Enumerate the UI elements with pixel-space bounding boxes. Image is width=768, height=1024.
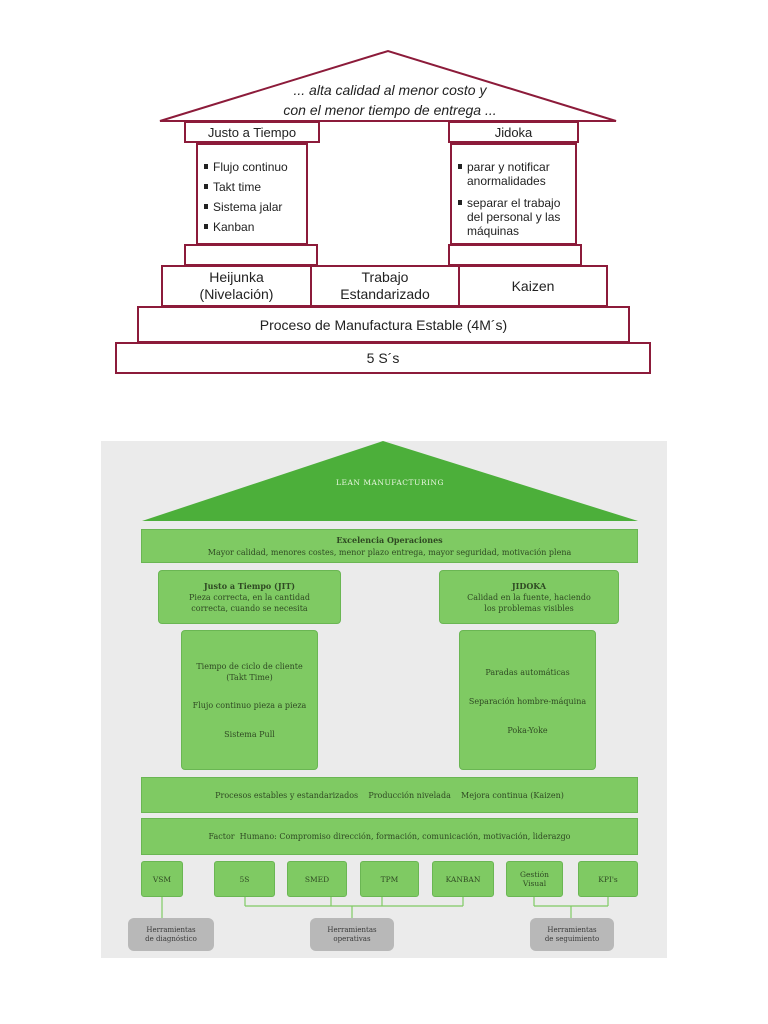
- tool-5s: 5S: [214, 861, 275, 897]
- left-pillar-title-text: Justo a Tiempo: [207, 124, 297, 140]
- right-pillar-column: parar y notificar anormalidades separar …: [450, 143, 577, 245]
- jidoka-item-poka-yoke: Poka-Yoke: [507, 726, 548, 735]
- trabajo-line-2: Estandarizado: [340, 286, 430, 302]
- heijunka-box: Heijunka (Nivelación): [161, 265, 312, 307]
- trabajo-line-1: Trabajo: [361, 269, 409, 285]
- tool-kanban-label: KANBAN: [445, 874, 481, 884]
- tool-smed-label: SMED: [304, 874, 330, 884]
- group-operativas: Herramientas operativas: [310, 918, 394, 951]
- tool-smed: SMED: [287, 861, 347, 897]
- procesos-text: Procesos estables y estandarizados Produ…: [215, 790, 564, 800]
- lean-manufacturing-title: LEAN MANUFACTURING: [336, 478, 444, 487]
- kaizen-text: Kaizen: [511, 278, 555, 294]
- group-operativas-line-2: operativas: [333, 934, 371, 943]
- jit-subtitle-line-1: Pieza correcta, en la cantidad: [189, 592, 310, 602]
- trabajo-estandarizado-box: Trabajo Estandarizado: [310, 265, 460, 307]
- roof-text-line-2: con el menor tiempo de entrega ...: [283, 102, 497, 118]
- five-s-bar: 5 S´s: [115, 342, 651, 374]
- jit-title: Justo a Tiempo (JIT): [203, 580, 296, 591]
- excelencia-title: Excelencia Operaciones: [336, 535, 443, 545]
- left-pillar-title: Justo a Tiempo: [184, 121, 320, 143]
- jit-pillar-column: Tiempo de ciclo de cliente (Takt Time) F…: [181, 630, 318, 770]
- group-seguimiento-line-2: de seguimiento: [544, 934, 600, 943]
- tool-gestion-visual-line-1: Gestión: [519, 870, 550, 879]
- group-seguimiento-line-1: Herramientas: [547, 925, 597, 934]
- right-pillar-item: parar y notificar anormalidades: [458, 160, 571, 188]
- jidoka-item-separacion: Separación hombre-máquina: [468, 697, 587, 706]
- group-diagnostico-line-2: de diagnóstico: [145, 934, 197, 943]
- heijunka-line-1: Heijunka: [209, 269, 264, 285]
- roof-text-line-1: ... alta calidad al menor costo y: [293, 82, 487, 98]
- jidoka-subtitle-line-2: los problemas visibles: [484, 603, 574, 613]
- tool-connectors: [161, 897, 609, 922]
- tool-5s-label: 5S: [239, 874, 250, 884]
- five-s-text: 5 S´s: [366, 350, 400, 366]
- group-operativas-line-1: Herramientas: [327, 925, 377, 934]
- group-diagnostico-line-1: Herramientas: [146, 925, 196, 934]
- bottom-roof-shape: [142, 441, 638, 521]
- tool-gestion-visual: Gestión Visual: [506, 861, 563, 897]
- group-seguimiento: Herramientas de seguimiento: [530, 918, 614, 951]
- factor-humano-text: Factor Humano: Compromiso dirección, for…: [208, 832, 571, 841]
- jit-item-text: (Takt Time): [226, 673, 273, 682]
- jit-item-sistema-pull: Sistema Pull: [224, 730, 275, 739]
- jidoka-pillar-column: Paradas automáticas Separación hombre-má…: [459, 630, 596, 770]
- tool-tpm: TPM: [360, 861, 419, 897]
- top-roof-shape: [159, 49, 617, 122]
- jit-item-text: Tiempo de ciclo de cliente: [196, 662, 303, 671]
- jit-header: Justo a Tiempo (JIT) Pieza correcta, en …: [158, 570, 341, 624]
- proceso-manufactura-bar: Proceso de Manufactura Estable (4M´s): [137, 306, 630, 343]
- jidoka-subtitle-line-1: Calidad en la fuente, haciendo: [467, 592, 591, 602]
- excelencia-subtitle: Mayor calidad, menores costes, menor pla…: [207, 548, 572, 557]
- jit-item-takt-time: Tiempo de ciclo de cliente (Takt Time): [182, 661, 317, 683]
- tool-kpis-label: KPI's: [598, 874, 618, 884]
- tool-kpis: KPI's: [578, 861, 638, 897]
- right-pillar-item: separar el trabajo del personal y las má…: [458, 196, 571, 238]
- left-pillar-item: Takt time: [204, 180, 306, 194]
- right-pillar-title-text: Jidoka: [494, 124, 533, 140]
- excelencia-operaciones-bar: Excelencia Operaciones Mayor calidad, me…: [141, 529, 638, 563]
- group-diagnostico: Herramientas de diagnóstico: [128, 918, 214, 951]
- jidoka-item-paradas: Paradas automáticas: [485, 668, 570, 677]
- tool-tpm-label: TPM: [380, 874, 399, 884]
- right-pillar-title: Jidoka: [448, 121, 579, 143]
- jidoka-title: JIDOKA: [511, 580, 547, 591]
- left-pillar-item: Flujo continuo: [204, 160, 306, 174]
- heijunka-line-2: (Nivelación): [199, 286, 274, 302]
- factor-humano-bar: Factor Humano: Compromiso dirección, for…: [141, 818, 638, 855]
- tool-vsm: VSM: [141, 861, 183, 897]
- tool-kanban: KANBAN: [432, 861, 494, 897]
- jit-item-flujo-continuo: Flujo continuo pieza a pieza: [192, 701, 307, 710]
- left-pillar-item: Sistema jalar: [204, 200, 306, 214]
- tool-vsm-label: VSM: [152, 874, 172, 884]
- proceso-manufactura-text: Proceso de Manufactura Estable (4M´s): [259, 316, 508, 333]
- jit-subtitle-line-2: correcta, cuando se necesita: [191, 603, 308, 613]
- tool-gestion-visual-line-2: Visual: [522, 879, 547, 888]
- jidoka-header: JIDOKA Calidad en la fuente, haciendo lo…: [439, 570, 619, 624]
- left-pillar-item: Kanban: [204, 220, 306, 234]
- procesos-bar: Procesos estables y estandarizados Produ…: [141, 777, 638, 813]
